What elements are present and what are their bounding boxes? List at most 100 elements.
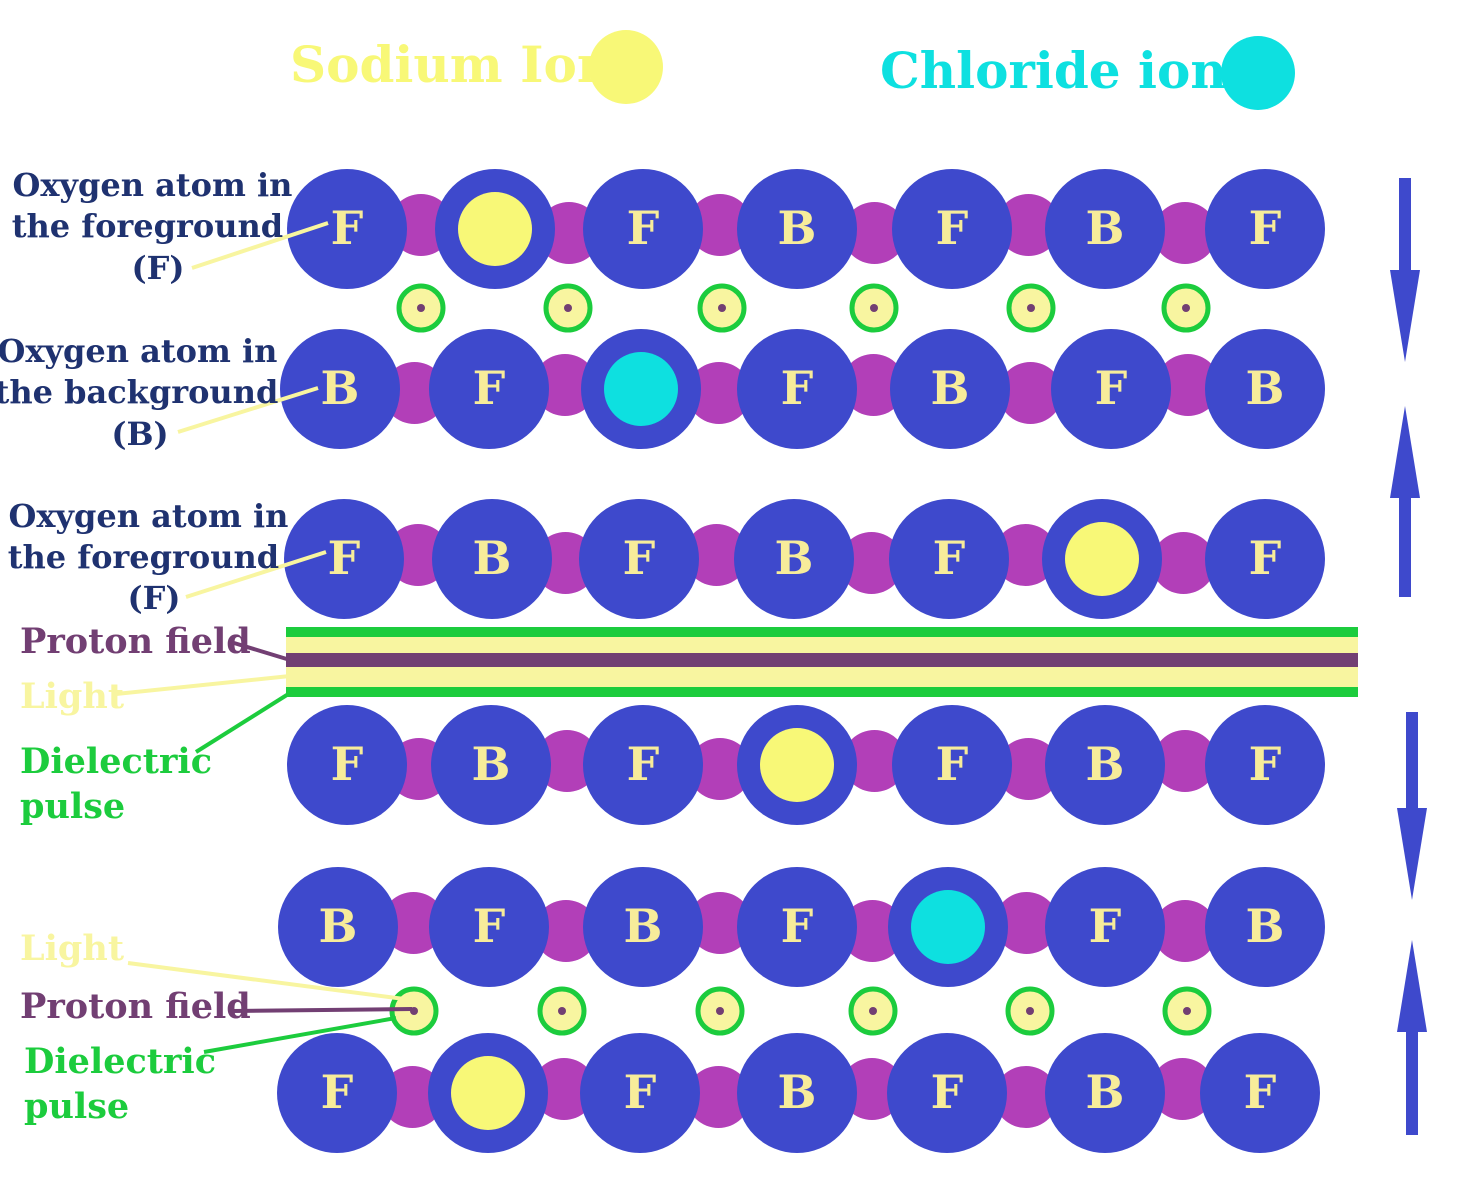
foreground-letter: F bbox=[933, 531, 966, 585]
sodium-legend-swatch bbox=[589, 30, 663, 104]
hydrogen-atom bbox=[532, 1058, 596, 1120]
oxygen-atom bbox=[432, 499, 552, 619]
oxygen-atom bbox=[892, 705, 1012, 825]
oxygen-atom bbox=[1200, 1033, 1320, 1153]
legend: Sodium Ion Chloride ion bbox=[290, 30, 1295, 110]
oxygen-atom bbox=[1205, 499, 1325, 619]
arrow-down-shaft bbox=[1399, 178, 1411, 270]
hydrogen-atom bbox=[996, 738, 1061, 800]
leader-lines bbox=[115, 221, 413, 1054]
arrow-up-icon bbox=[1397, 940, 1427, 1032]
foreground-letter: F bbox=[931, 1065, 964, 1119]
oxygen-atom bbox=[892, 169, 1012, 289]
hydrogen-atom bbox=[994, 1066, 1058, 1128]
foreground-letter: F bbox=[331, 201, 364, 255]
leader-fg2 bbox=[185, 550, 327, 599]
oxygen-atom bbox=[737, 1033, 857, 1153]
hydrogen-atom bbox=[684, 524, 749, 586]
hydrogen-atom bbox=[842, 202, 907, 264]
hydrogen-atom bbox=[840, 900, 905, 962]
foreground-letter: F bbox=[473, 361, 506, 415]
oxygen-atom bbox=[887, 1033, 1007, 1153]
foreground-letter: F bbox=[627, 737, 660, 791]
hydrogen-atom bbox=[1153, 202, 1217, 264]
proton-dot bbox=[1026, 1007, 1034, 1015]
label-dielectric-2: Dielectric pulse bbox=[24, 1041, 228, 1127]
proton-dot bbox=[558, 1007, 566, 1015]
chloride-ion bbox=[911, 890, 985, 964]
background-letter: B bbox=[472, 737, 511, 791]
oxygen-atom bbox=[737, 169, 857, 289]
arrow-up-shaft bbox=[1399, 498, 1411, 597]
hydrogen-atom bbox=[996, 194, 1061, 256]
background-letter: B bbox=[473, 531, 512, 585]
label-dielectric-1: Dielectric pulse bbox=[20, 741, 224, 827]
hydrogen-atom bbox=[839, 532, 904, 594]
proton-field-band bbox=[286, 653, 1358, 667]
background-letter: B bbox=[1086, 1065, 1125, 1119]
side-labels: Oxygen atom in the foreground (F) Oxygen… bbox=[0, 166, 292, 1127]
oxygen-atom bbox=[287, 705, 407, 825]
label-proton-field-1: Proton field bbox=[20, 621, 251, 662]
foreground-letter: F bbox=[936, 201, 969, 255]
arrow-up-shaft bbox=[1406, 1032, 1418, 1135]
hydrogen-atom bbox=[1153, 730, 1217, 792]
hydrogen-atom bbox=[533, 354, 597, 416]
oxygen-atom bbox=[1205, 329, 1325, 449]
sodium-ion bbox=[760, 728, 834, 802]
oxygen-atom bbox=[889, 499, 1009, 619]
foreground-letter: F bbox=[1249, 201, 1282, 255]
oxygen-atom bbox=[580, 1033, 700, 1153]
oxygen-atom bbox=[583, 705, 703, 825]
proton-dot bbox=[869, 1007, 877, 1015]
foreground-letter: F bbox=[473, 899, 506, 953]
oxygen-atom bbox=[579, 499, 699, 619]
oxygen-atom bbox=[583, 169, 703, 289]
hydrogen-atom bbox=[842, 730, 907, 792]
oxygen-atom bbox=[734, 499, 854, 619]
proton-dot bbox=[1183, 1007, 1191, 1015]
leader-fg1 bbox=[191, 221, 329, 270]
background-letter: B bbox=[321, 361, 360, 415]
hydrogen-atom bbox=[381, 892, 446, 954]
background-letter: B bbox=[1246, 899, 1285, 953]
hydrogen-atom bbox=[993, 524, 1058, 586]
leader-dielectric-2 bbox=[203, 1016, 397, 1054]
hydrogen-atom bbox=[688, 892, 752, 954]
foreground-letter: F bbox=[331, 737, 364, 791]
background-letter: B bbox=[778, 201, 817, 255]
oxygen-atom bbox=[1205, 867, 1325, 987]
hydrogen-atom bbox=[380, 1066, 445, 1128]
oxygen-atom bbox=[431, 705, 551, 825]
oxygen-atom bbox=[429, 867, 549, 987]
oxygen-atom bbox=[280, 329, 400, 449]
foreground-letter: F bbox=[1095, 361, 1128, 415]
foreground-letter: F bbox=[1089, 899, 1122, 953]
foreground-letter: F bbox=[623, 531, 656, 585]
foreground-letter: F bbox=[328, 531, 361, 585]
proton-dot bbox=[718, 304, 726, 312]
chloride-legend-label: Chloride ion bbox=[880, 41, 1227, 100]
background-letter: B bbox=[1246, 361, 1285, 415]
oxygen-atom bbox=[277, 1033, 397, 1153]
oxygen-atom bbox=[737, 329, 857, 449]
hydrogen-atom bbox=[998, 362, 1063, 424]
background-letter: B bbox=[778, 1065, 817, 1119]
hydrogen-atom bbox=[535, 730, 599, 792]
oxygen-atom bbox=[1045, 867, 1165, 987]
chloride-ion bbox=[604, 352, 678, 426]
hydrogen-atom bbox=[534, 900, 598, 962]
proton-dot bbox=[870, 304, 878, 312]
hydrogen-atom bbox=[841, 354, 906, 416]
foreground-letter: F bbox=[1249, 737, 1282, 791]
background-letter: B bbox=[931, 361, 970, 415]
foreground-letter: F bbox=[624, 1065, 657, 1119]
direction-arrows bbox=[1390, 178, 1427, 1135]
sodium-ion bbox=[451, 1056, 525, 1130]
leader-light-2 bbox=[127, 961, 413, 1002]
sodium-ion bbox=[458, 192, 532, 266]
oxygen-atom bbox=[1205, 705, 1325, 825]
oxygen-atom bbox=[1045, 705, 1165, 825]
proton-dot bbox=[1182, 304, 1190, 312]
hydrogen-atom bbox=[688, 738, 752, 800]
